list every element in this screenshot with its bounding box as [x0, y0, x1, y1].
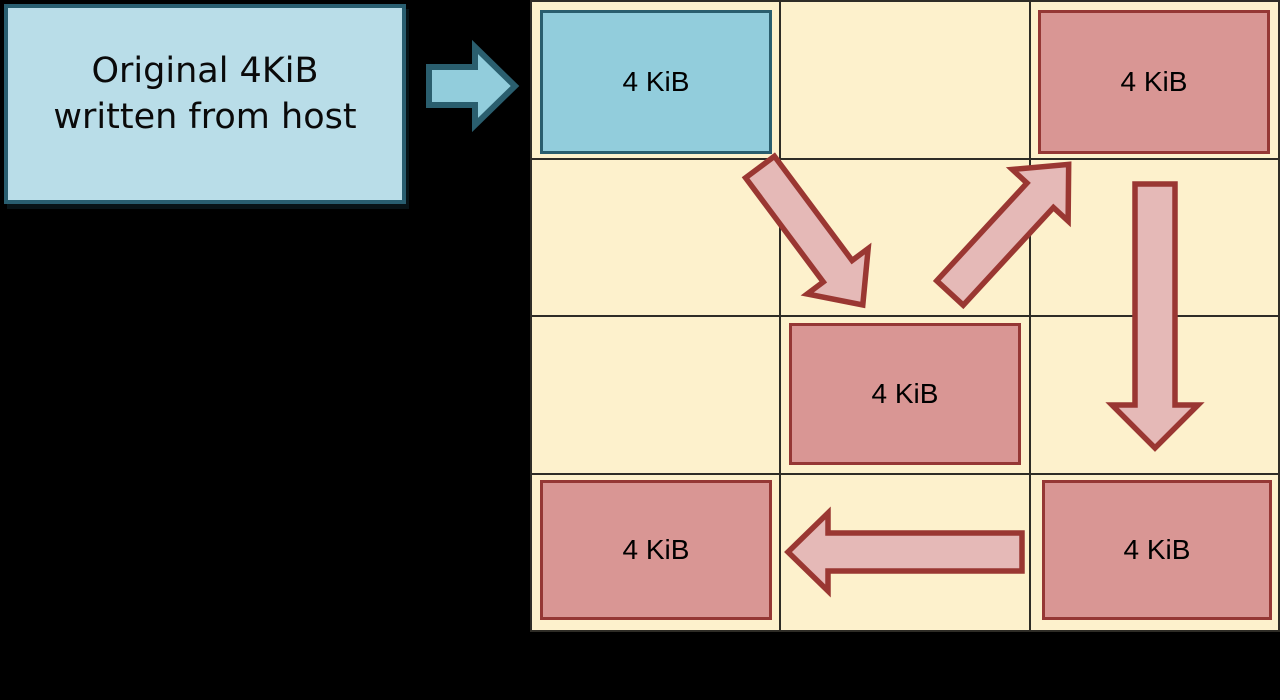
grid-cell-r0c1 [781, 2, 1029, 158]
arrow-right-icon [426, 39, 520, 133]
page-block-original: 4 KiB [540, 10, 772, 154]
page-block-label: 4 KiB [1123, 534, 1191, 565]
page-block-label: 4 KiB [871, 378, 939, 409]
host-write-label-line2: written from host [53, 97, 357, 137]
arrow-down-right-icon [741, 152, 872, 309]
page-block-rewritten-bottom-left: 4 KiB [540, 480, 772, 620]
nand-block: 4 KiB 4 KiB 4 KiB 4 KiB 4 KiB [530, 0, 1280, 632]
grid-cell-r2c0 [532, 317, 780, 473]
page-block-label: 4 KiB [1120, 66, 1188, 97]
page-block-rewritten-top-right: 4 KiB [1038, 10, 1270, 154]
page-block-label: 4 KiB [622, 534, 690, 565]
page-block-rewritten-bottom-right: 4 KiB [1042, 480, 1272, 620]
host-write-label-line1: Original 4KiB [91, 50, 319, 91]
page-block-label: 4 KiB [622, 66, 690, 97]
arrow-left-icon [784, 506, 1025, 598]
arrow-up-right-icon [932, 161, 1072, 310]
data-move-arrows [741, 152, 1205, 598]
grid-cell-r1c0 [532, 159, 780, 315]
host-write-callout: Original 4KiB written from host [4, 4, 406, 204]
page-block-rewritten-middle: 4 KiB [789, 323, 1021, 465]
arrow-down-icon [1105, 181, 1205, 452]
